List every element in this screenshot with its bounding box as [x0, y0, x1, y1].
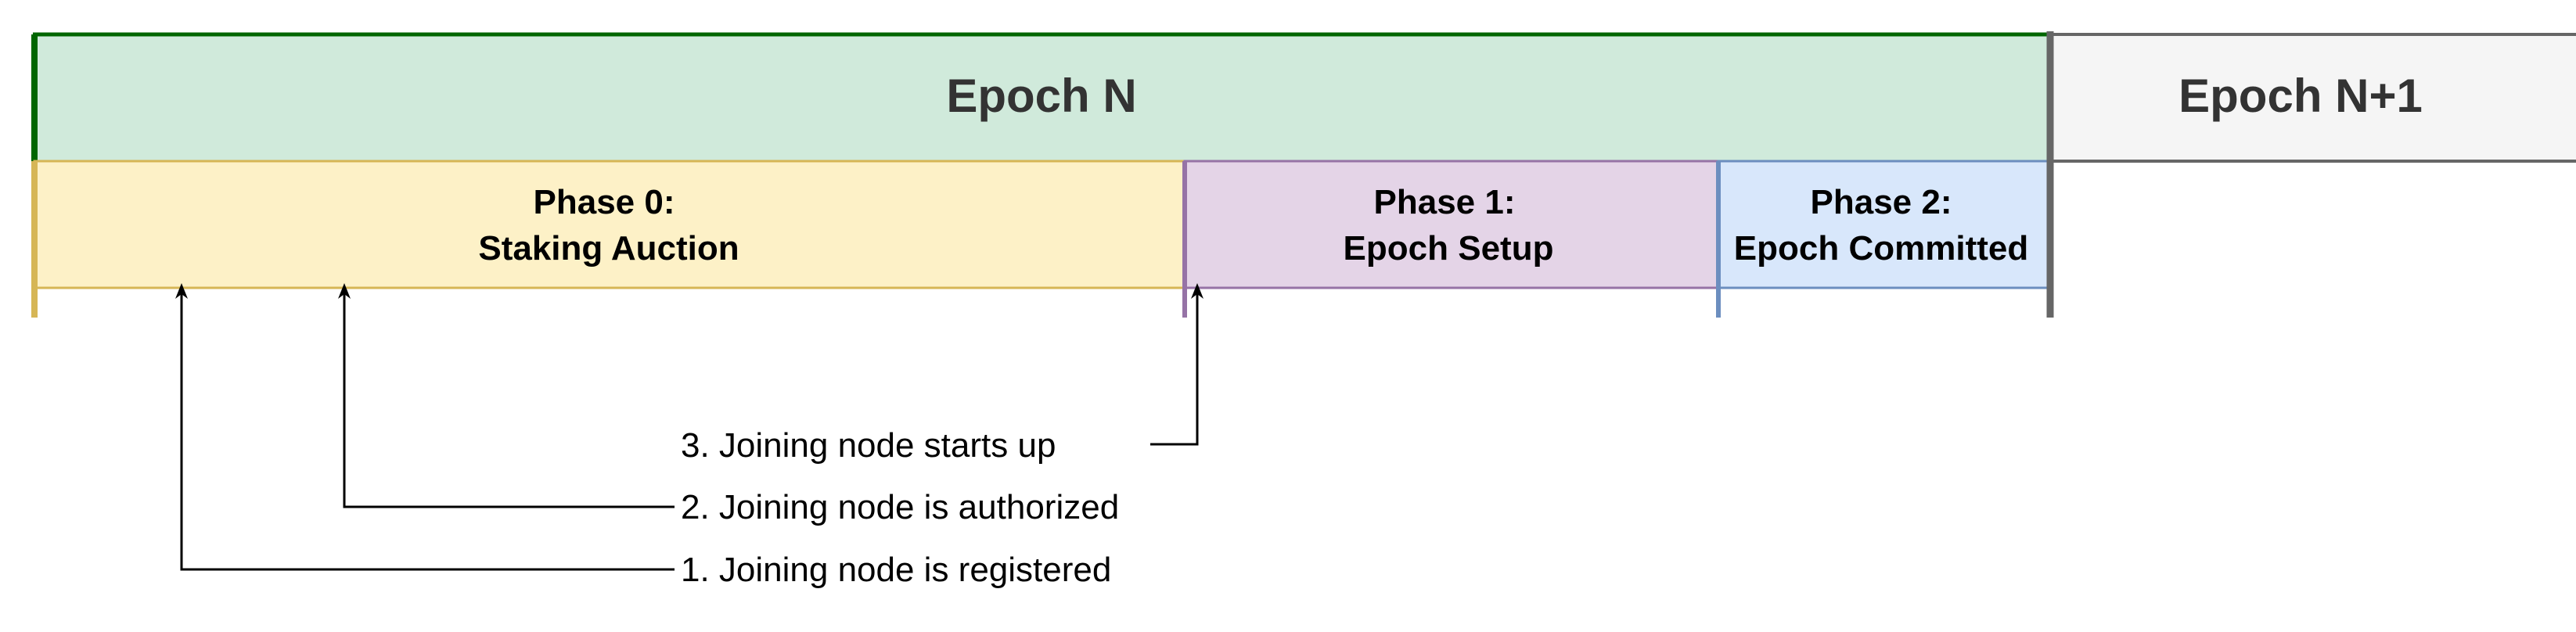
- phase-2-box: [1717, 160, 2052, 289]
- annotation-1-label: 1. Joining node is registered: [681, 551, 1111, 589]
- annotation-2-connector: [338, 283, 675, 508]
- phase-1-title: Phase 1:: [1374, 183, 1516, 221]
- phase-0-subtitle: Staking Auction: [478, 229, 739, 268]
- epoch-n-block: Epoch N: [31, 32, 2050, 161]
- annotation-3-connector: [1150, 283, 1203, 446]
- annotation-2-label: 2. Joining node is authorized: [681, 488, 1119, 526]
- epoch-n-plus-1-block: Epoch N+1: [2050, 33, 2576, 163]
- epoch-n-plus-1-label: Epoch N+1: [2178, 70, 2423, 122]
- epoch-n-label: Epoch N: [946, 70, 1136, 122]
- phase-1-block: Phase 1: Epoch Setup: [1182, 160, 1720, 318]
- annotation-1-connector: [175, 283, 675, 571]
- phase-1-box: [1183, 160, 1720, 289]
- annotation-3-label: 3. Joining node starts up: [681, 426, 1056, 465]
- phase-0-title: Phase 0:: [534, 183, 675, 221]
- phase-0-box: [33, 160, 1186, 289]
- epoch-n-plus-1-box: [2050, 34, 2576, 161]
- phase-2-title: Phase 2:: [1811, 183, 1952, 221]
- phase-0-block: Phase 0: Staking Auction: [31, 160, 1186, 318]
- phase-2-subtitle: Epoch Committed: [1734, 229, 2028, 268]
- epoch-n-box: [33, 34, 2050, 161]
- phase-2-block: Phase 2: Epoch Committed: [1716, 160, 2052, 318]
- phase-1-subtitle: Epoch Setup: [1344, 229, 1554, 268]
